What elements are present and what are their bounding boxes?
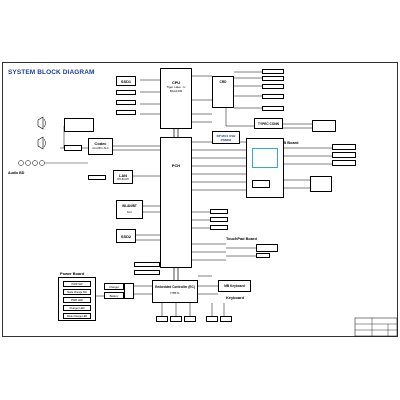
keyboard-label: Keyboard [226,295,244,300]
ssd1-label: SSD1 [120,79,132,84]
cpu-block: CPU Tiger Lake - U BGA1449 [160,68,192,129]
usb-port-1 [332,144,356,150]
battery-label: Battery [109,294,119,298]
ssd2-label: SSD2 [120,234,132,239]
conn-3 [262,84,284,89]
charger-ic-block [124,283,134,299]
cpu-left-port-3 [116,110,136,115]
sheet-frame [2,62,398,337]
codec-model: ALC256 / ALC [92,147,109,150]
audio-bd-label: Audio BD [8,171,25,175]
ec-bottom-port-4 [206,316,218,322]
retimer-block [252,180,270,188]
conn-4 [262,94,284,99]
cpu-label: CPU [171,80,181,85]
pch-bottom-left-port-2 [134,270,160,275]
usb-board-label: USB Board [278,140,299,145]
mb-keyboard-block: MB Keyboard [218,280,251,292]
conn-1 [262,69,284,74]
pch-right-port-1 [210,209,228,214]
typec-label: TYPEC CONN [258,121,279,126]
crd-block: CRD [212,76,234,108]
tpm-block [256,253,270,258]
audio-amp-block [64,118,94,132]
battery-block: Battery [104,292,124,299]
conn-5 [262,106,284,111]
speaker-icon [37,116,44,130]
lan-block: LAN RTL8111H [113,170,133,184]
power-board-label: Power Board [60,271,84,276]
codec-block: Codec ALC256 / ALC [88,138,113,155]
mb-keyboard-label: MB Keyboard [224,284,245,288]
dp-mux-model: PS8802 [220,138,232,142]
touchpad-board-label: TouchPad Board [226,236,257,241]
wlan-block: WLAN/BT M.2 [116,200,143,219]
charger-label: Charger [108,285,120,289]
pch-block: PCH [160,137,192,268]
usb-board-cyan-region [252,148,278,168]
lan-label: LAN [119,172,127,178]
wlan-model: M.2 [127,210,132,214]
typec-right-block [312,120,336,132]
rj45-block [88,175,106,180]
power-item-1: PWR SW [63,281,91,287]
ssd1-block: SSD1 [116,76,136,86]
usb-port-2 [332,152,356,158]
cpu-left-port-2 [116,100,136,105]
pch-right-port-3 [210,225,228,230]
speaker-icon-2 [37,136,44,150]
usb-board-right-block [310,176,332,192]
ec-label: Embedded Controller (EC) [155,285,195,289]
diagram-title: SYSTEM BLOCK DIAGRAM [8,69,95,76]
lan-model: RTL8111H [117,178,129,181]
codec-label: Codec [94,141,107,146]
power-item-3: PWR LED [63,297,91,303]
pch-bottom-left-port [134,262,160,267]
usb-port-3 [332,160,356,166]
pch-label: PCH [171,163,181,168]
touchpad-block [256,244,278,252]
crd-label: CRD [219,80,227,84]
audio-small-block [64,145,82,151]
charger-block: Charger [104,283,124,290]
dp-mux-label: DP MUX USB [216,133,236,138]
ec-bottom-port-3 [184,316,196,322]
power-board-block: PWR SW Mode Change SW PWR LED Charger LE… [58,277,96,321]
typec-block: TYPEC CONN [254,118,283,129]
wlan-label: WLAN/BT [122,204,137,208]
conn-2 [262,76,284,81]
power-item-4: Charger LED [63,305,91,311]
cpu-package: BGA1449 [169,89,183,93]
ec-model: IT8571 [170,291,180,295]
mic-jack-icon [18,160,24,166]
ec-bottom-port-2 [170,316,182,322]
title-block-frame [354,317,398,337]
power-item-5: Mode Change LED [63,313,91,319]
cpu-left-port-1 [116,90,136,95]
ec-bottom-port-5 [220,316,232,322]
ec-bottom-port-1 [156,316,168,322]
pch-right-port-2 [210,217,228,222]
dp-mux-block: DP MUX USB PS8802 [212,131,240,144]
ssd2-block: SSD2 [116,229,136,243]
power-item-2: Mode Change SW [63,289,91,295]
cpu-model: Tiger Lake - U [166,85,186,89]
usb-board-block [246,138,284,198]
ec-block: Embedded Controller (EC) IT8571 [152,280,198,303]
